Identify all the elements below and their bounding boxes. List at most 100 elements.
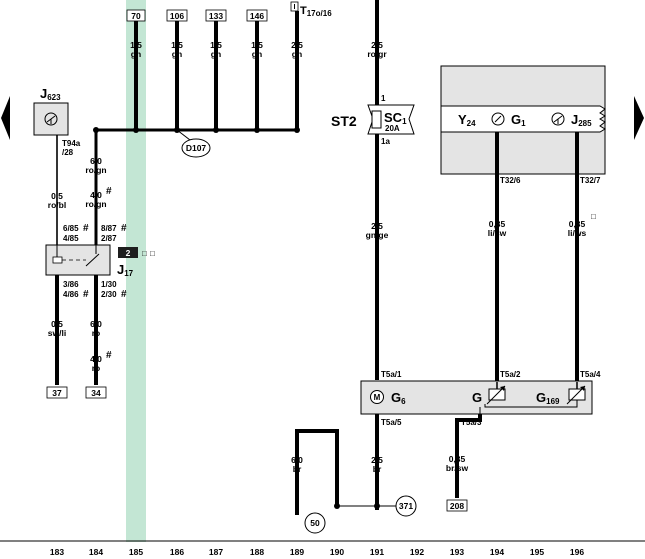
wire-186-top: 1,5 gn — [171, 21, 183, 130]
svg-text:ro/bl: ro/bl — [48, 200, 66, 210]
svg-text:br/sw: br/sw — [446, 463, 469, 473]
top-reference-106[interactable]: 106 — [166, 9, 188, 22]
control-unit-j623[interactable]: J623 — [33, 86, 69, 136]
svg-text:Y24: Y24 — [458, 112, 476, 128]
svg-text:J17: J17 — [117, 262, 134, 278]
svg-text:#: # — [106, 350, 112, 361]
wire-194: T32/6 0,35 li/sw T5a/2 — [488, 132, 521, 382]
top-reference-146[interactable]: 146 — [246, 9, 268, 22]
svg-text:SC1: SC1 — [384, 110, 407, 126]
svg-text:ro/gn: ro/gn — [85, 199, 106, 209]
svg-text:2,5: 2,5 — [371, 40, 383, 50]
svg-text:194: 194 — [490, 547, 504, 557]
svg-text:G169: G169 — [536, 390, 560, 406]
svg-text:□: □ — [142, 249, 147, 258]
svg-text:gn: gn — [211, 49, 221, 59]
svg-text:gn: gn — [292, 49, 302, 59]
svg-text:G6: G6 — [391, 390, 406, 406]
svg-text:146: 146 — [250, 11, 264, 21]
instrument-cluster[interactable]: Y24 G1 J285 — [440, 65, 606, 175]
svg-text:34: 34 — [91, 388, 101, 398]
svg-text:#: # — [83, 289, 89, 300]
bottom-reference-208[interactable]: 208 — [446, 499, 468, 512]
control-unit-symbol-icon — [44, 112, 58, 126]
svg-text:0,35: 0,35 — [569, 219, 586, 229]
svg-text:1,5: 1,5 — [130, 40, 142, 50]
svg-text:6/85: 6/85 — [63, 224, 79, 233]
svg-text:4,0: 4,0 — [90, 190, 102, 200]
svg-text:106: 106 — [170, 11, 184, 21]
svg-text:T32/7: T32/7 — [580, 176, 601, 185]
wire-185-top: 1,5 gn — [130, 21, 142, 130]
svg-text:T5a/2: T5a/2 — [500, 370, 521, 379]
svg-text:0,5: 0,5 — [51, 319, 63, 329]
svg-text:2/87: 2/87 — [101, 234, 117, 243]
svg-text:D107: D107 — [186, 143, 207, 153]
ground-point-50[interactable]: 50 — [304, 512, 326, 534]
top-reference-70[interactable]: 70 — [126, 9, 146, 22]
svg-text:2/30: 2/30 — [101, 290, 117, 299]
svg-text:4,0: 4,0 — [90, 354, 102, 364]
svg-text:183: 183 — [50, 547, 64, 557]
svg-text:371: 371 — [399, 501, 413, 511]
svg-text:195: 195 — [530, 547, 544, 557]
next-page-arrow-icon[interactable] — [634, 96, 644, 140]
svg-text:0,35: 0,35 — [489, 219, 506, 229]
connector-t17o-16: T17o/16 — [290, 1, 332, 18]
previous-page-arrow-icon[interactable] — [1, 96, 10, 140]
svg-text:0,35: 0,35 — [449, 454, 466, 464]
track-highlight — [126, 0, 146, 542]
wire-189-bottom: 6,0 br — [291, 429, 339, 515]
svg-text:37: 37 — [52, 388, 62, 398]
svg-text:ro/gr: ro/gr — [367, 49, 387, 59]
ground-junction — [334, 503, 396, 509]
svg-text:#: # — [83, 223, 89, 234]
svg-text:gn: gn — [172, 49, 182, 59]
svg-text:8/87: 8/87 — [101, 224, 117, 233]
svg-text:J285: J285 — [571, 112, 592, 128]
svg-text:M: M — [374, 393, 381, 402]
motor-icon — [370, 390, 384, 404]
svg-text:sw/li: sw/li — [48, 328, 66, 338]
svg-text:20A: 20A — [385, 124, 400, 133]
svg-text:1: 1 — [381, 94, 386, 103]
svg-text:2,5: 2,5 — [291, 40, 303, 50]
svg-text:G1: G1 — [511, 112, 526, 128]
ground-point-d107[interactable]: D107 — [176, 129, 211, 158]
fuel-sender-assembly[interactable]: M G6 G G169 — [360, 380, 593, 415]
fuse-sc1[interactable]: SC1 20A 1 1a — [367, 94, 415, 146]
wire-191-bottom: T5a/5 2,5 br — [371, 414, 402, 510]
wire-189-top: 2,5 gn — [291, 11, 303, 130]
svg-text:ro/gn: ro/gn — [85, 165, 106, 175]
svg-text:188: 188 — [250, 547, 264, 557]
wire-193: T5a/3 0,35 br/sw — [446, 414, 482, 498]
svg-text:1,5: 1,5 — [171, 40, 183, 50]
svg-text:6,0: 6,0 — [90, 319, 102, 329]
svg-text:□: □ — [150, 249, 155, 258]
svg-text:□: □ — [591, 212, 596, 221]
svg-text:133: 133 — [209, 11, 223, 21]
svg-text:4/85: 4/85 — [63, 234, 79, 243]
relay-j17[interactable]: J17 — [45, 244, 134, 278]
svg-text:ro: ro — [92, 328, 101, 338]
svg-text:208: 208 — [450, 501, 464, 511]
wire-196: T32/7 0,35 □ li/ws T5a/4 — [568, 132, 601, 382]
top-reference-133[interactable]: 133 — [205, 9, 227, 22]
svg-text:185: 185 — [129, 547, 143, 557]
svg-text:193: 193 — [450, 547, 464, 557]
bottom-reference-34[interactable]: 34 — [85, 386, 107, 399]
svg-text:#: # — [106, 186, 112, 197]
svg-text:6,0: 6,0 — [291, 455, 303, 465]
bottom-reference-37[interactable]: 37 — [46, 386, 68, 399]
svg-text:J623: J623 — [40, 86, 61, 102]
ground-point-371[interactable]: 371 — [395, 495, 417, 517]
svg-text:gn/ge: gn/ge — [366, 230, 389, 240]
svg-text:li/sw: li/sw — [488, 228, 507, 238]
svg-text:#: # — [121, 289, 127, 300]
wire-183-lower: 3/86 4/86 # 0,5 sw/li — [48, 275, 89, 385]
wire-183-upper: T94a /28 0,5 ro/bl 6/85 # 4/85 — [48, 135, 89, 245]
svg-text:/28: /28 — [62, 148, 74, 157]
svg-text:186: 186 — [170, 547, 184, 557]
svg-text:T5a/4: T5a/4 — [580, 370, 601, 379]
svg-text:3/86: 3/86 — [63, 280, 79, 289]
